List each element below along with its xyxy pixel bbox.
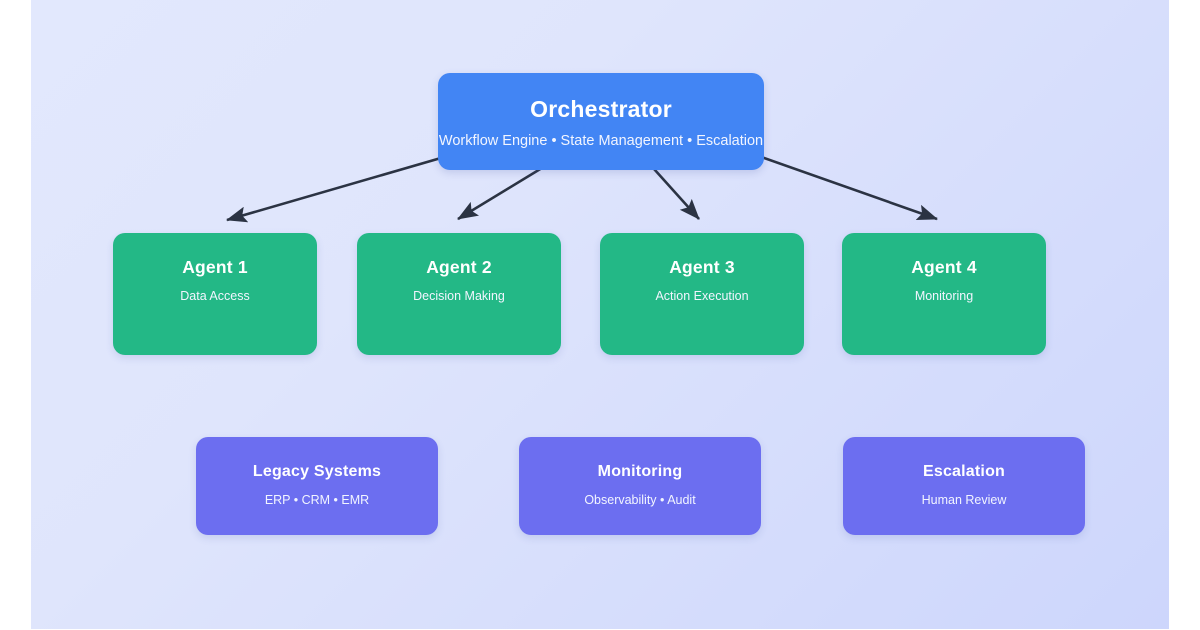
node-monitoring-title: Monitoring: [597, 463, 683, 480]
node-agent-2-title: Agent 2: [426, 257, 492, 277]
node-orchestrator[interactable]: Orchestrator Workflow Engine • State Man…: [438, 73, 764, 170]
node-legacy-systems[interactable]: Legacy Systems ERP • CRM • EMR: [196, 437, 438, 535]
node-agent-2-subtitle: Decision Making: [413, 289, 505, 304]
node-agent-3-subtitle: Action Execution: [655, 289, 749, 304]
node-escalation-subtitle: Human Review: [921, 492, 1007, 507]
node-agent-4-subtitle: Monitoring: [914, 289, 974, 304]
node-agent-1[interactable]: Agent 1 Data Access: [113, 233, 317, 355]
node-agent-2[interactable]: Agent 2 Decision Making: [357, 233, 561, 355]
node-escalation-title: Escalation: [922, 463, 1006, 480]
node-monitoring[interactable]: Monitoring Observability • Audit: [519, 437, 761, 535]
node-agent-1-subtitle: Data Access: [180, 289, 250, 304]
diagram-canvas: Orchestrator Workflow Engine • State Man…: [31, 0, 1169, 629]
node-orchestrator-subtitle: Workflow Engine • State Management • Esc…: [438, 133, 764, 150]
node-escalation[interactable]: Escalation Human Review: [843, 437, 1085, 535]
node-agent-3-title: Agent 3: [669, 257, 735, 277]
node-agent-3[interactable]: Agent 3 Action Execution: [600, 233, 804, 355]
node-legacy-systems-subtitle: ERP • CRM • EMR: [264, 492, 370, 507]
node-legacy-systems-title: Legacy Systems: [252, 463, 382, 480]
node-agent-1-title: Agent 1: [182, 257, 248, 277]
node-agent-4-title: Agent 4: [911, 257, 977, 277]
node-agent-4[interactable]: Agent 4 Monitoring: [842, 233, 1046, 355]
node-monitoring-subtitle: Observability • Audit: [584, 492, 696, 507]
node-orchestrator-title: Orchestrator: [530, 96, 672, 122]
